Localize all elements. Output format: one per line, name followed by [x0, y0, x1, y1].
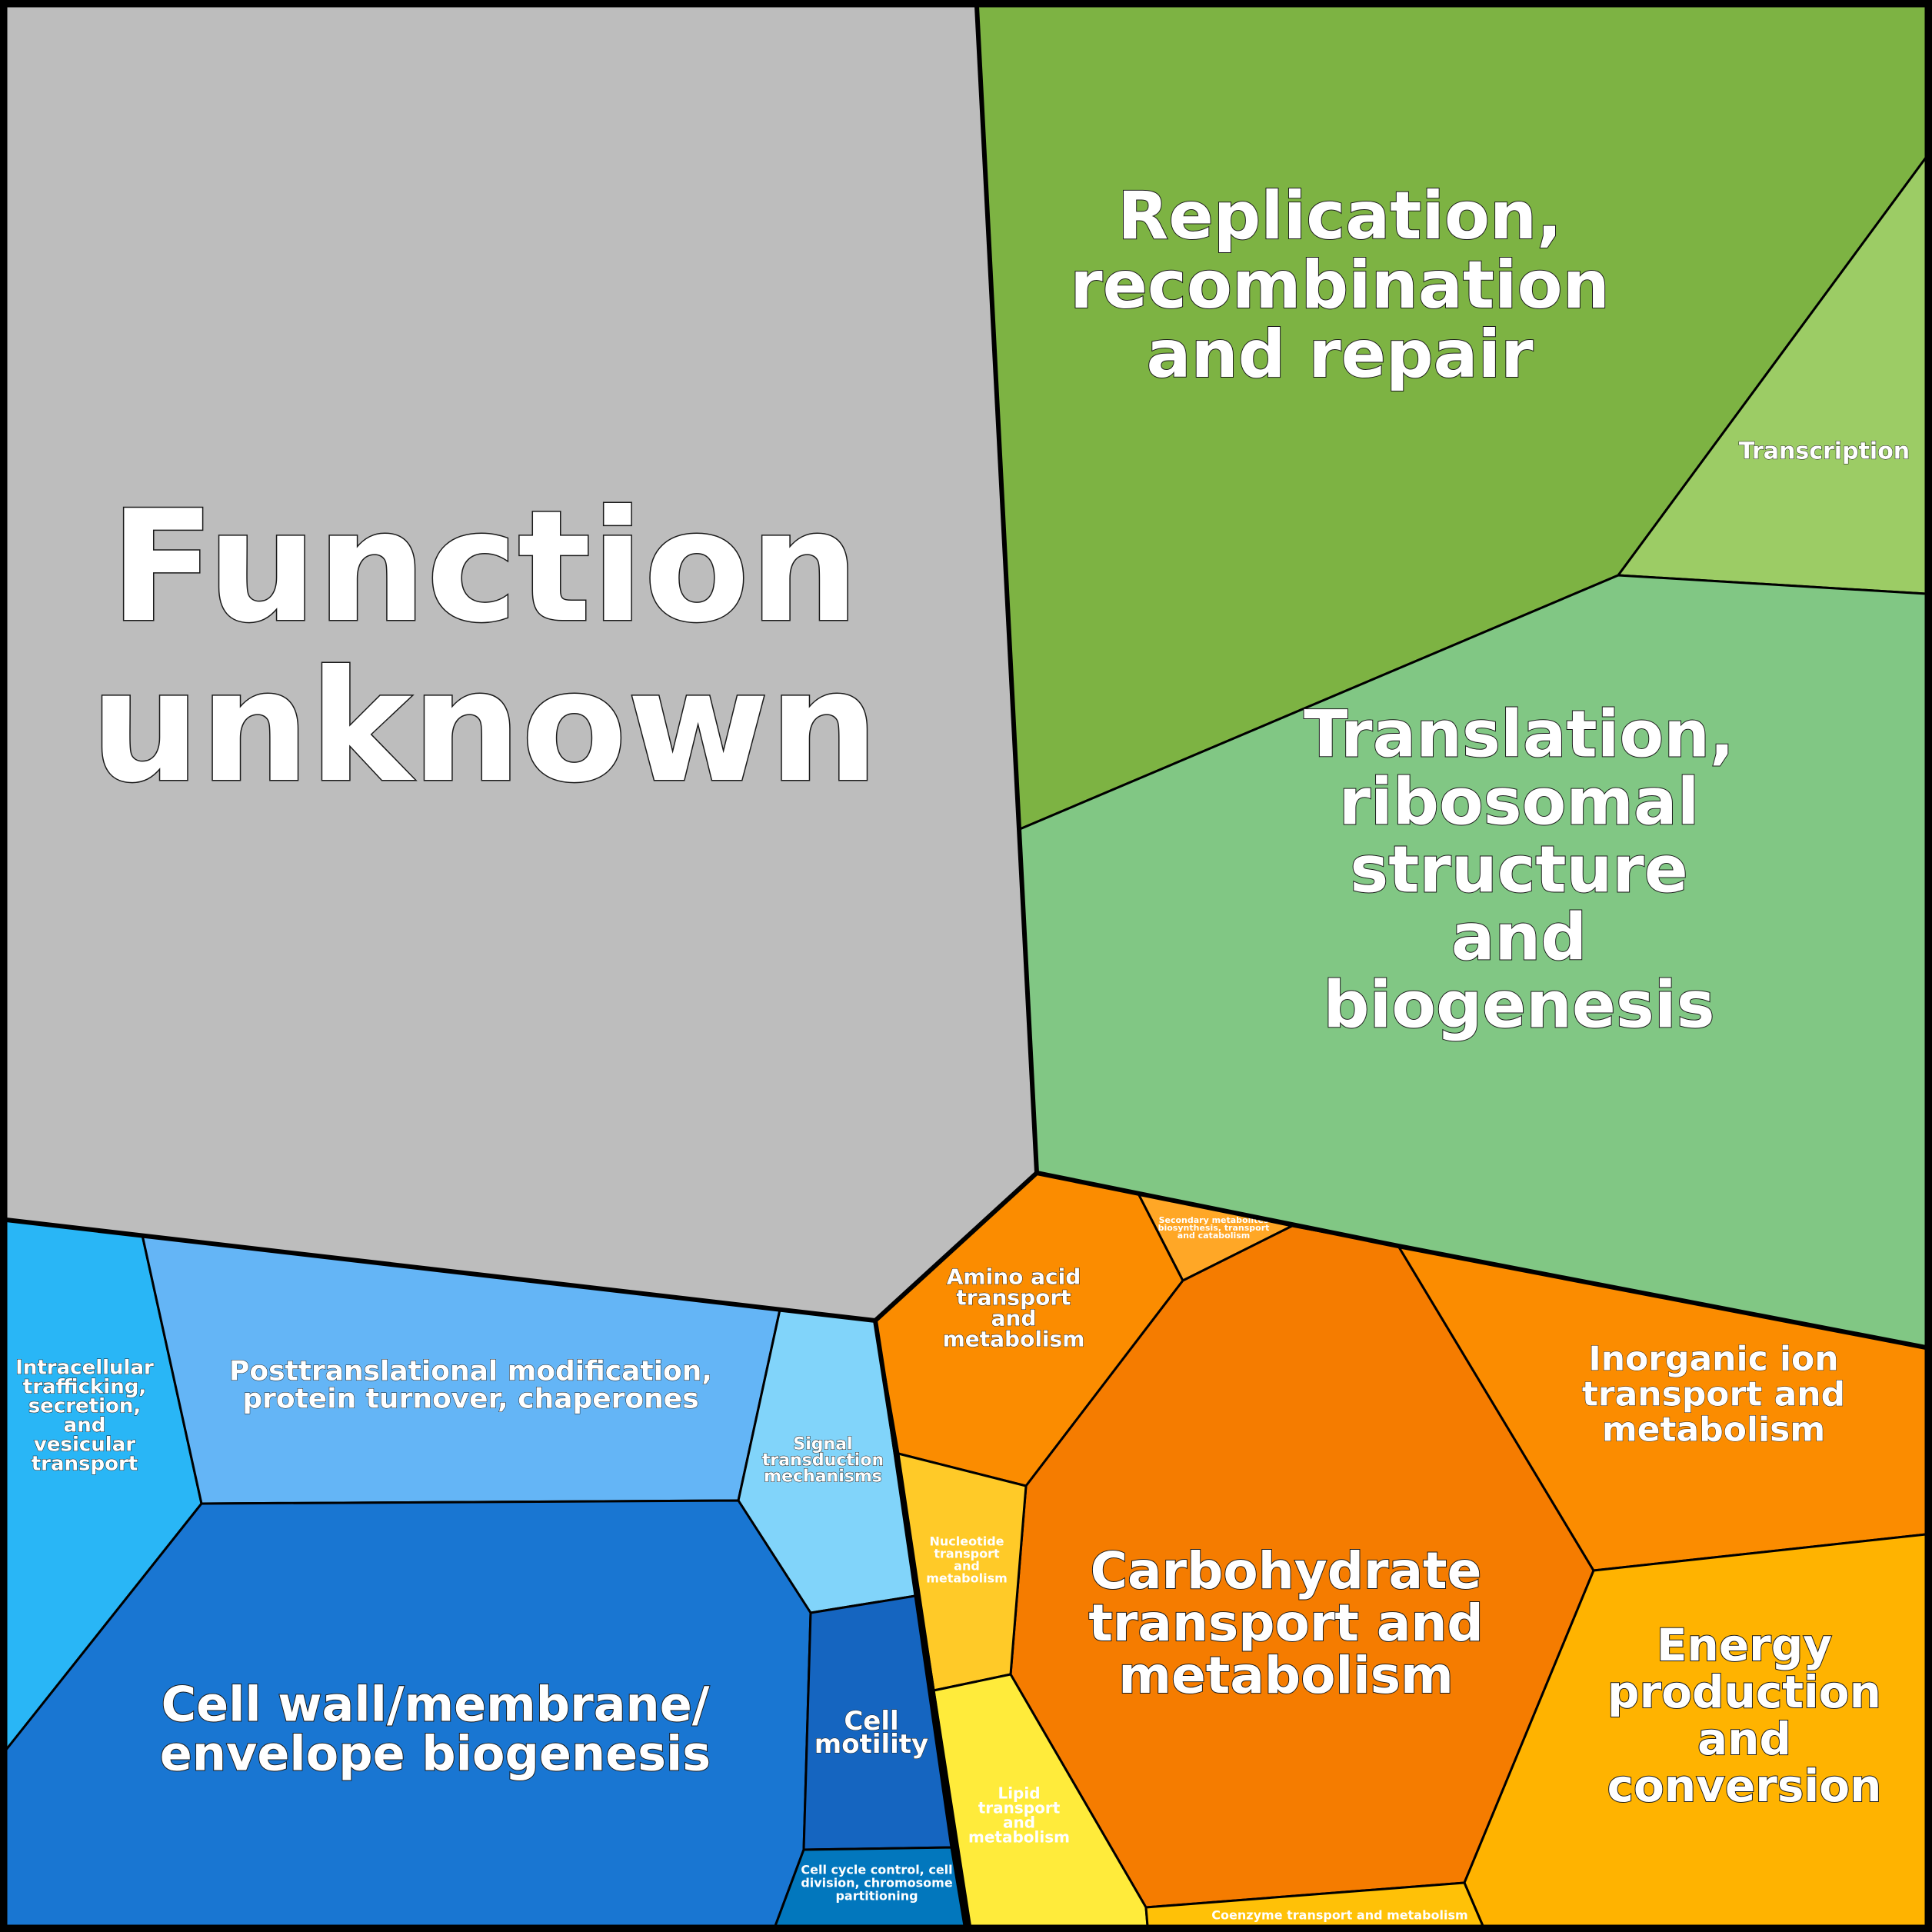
group-border-1: [974, 5, 1039, 1174]
treemap-cells: [5, 5, 1927, 1927]
group-border-2: [1036, 1171, 1927, 1350]
label-coenzyme: Coenzyme transport and metabolism: [1211, 1908, 1467, 1923]
label-posttranslational: Posttranslational modification,protein t…: [229, 1356, 712, 1415]
label-cell-wall: Cell wall/membrane/envelope biogenesis: [160, 1677, 711, 1782]
group-border-4: [873, 1320, 971, 1927]
label-transcription: Transcription: [1739, 438, 1910, 465]
